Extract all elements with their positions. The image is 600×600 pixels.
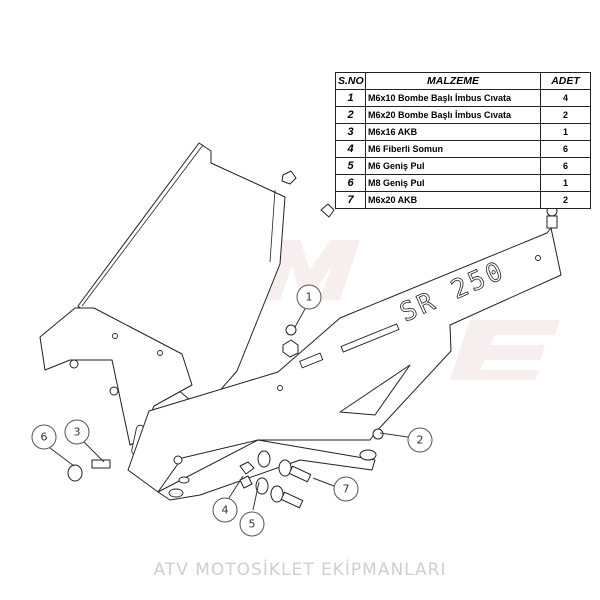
watermark-tagline: ATV MOTOSİKLET EKİPMANLARI xyxy=(153,560,447,580)
header-name: MALZEME xyxy=(365,72,541,90)
callout-7: 7 xyxy=(312,476,359,502)
callout-3: 3 xyxy=(64,419,105,463)
svg-text:5: 5 xyxy=(249,518,256,531)
svg-text:4: 4 xyxy=(222,504,229,517)
header-qty: ADET xyxy=(540,72,591,90)
svg-text:2: 2 xyxy=(417,434,424,447)
callout-6: 6 xyxy=(31,424,75,467)
callout-4: 4 xyxy=(212,475,244,523)
hardware xyxy=(67,170,558,509)
svg-text:1: 1 xyxy=(306,291,313,304)
callout-5: 5 xyxy=(239,481,265,537)
callout-2: 2 xyxy=(379,427,433,453)
svg-text:3: 3 xyxy=(74,426,81,439)
header-sno: S.NO xyxy=(335,72,366,90)
main-arm xyxy=(127,227,562,493)
svg-text:7: 7 xyxy=(343,483,350,496)
bottom-plate xyxy=(157,439,376,501)
callout-1: 1 xyxy=(294,284,322,328)
table-header: S.NO MALZEME ADET xyxy=(335,72,591,90)
diagonal-strut xyxy=(339,364,411,416)
svg-text:6: 6 xyxy=(41,431,48,444)
